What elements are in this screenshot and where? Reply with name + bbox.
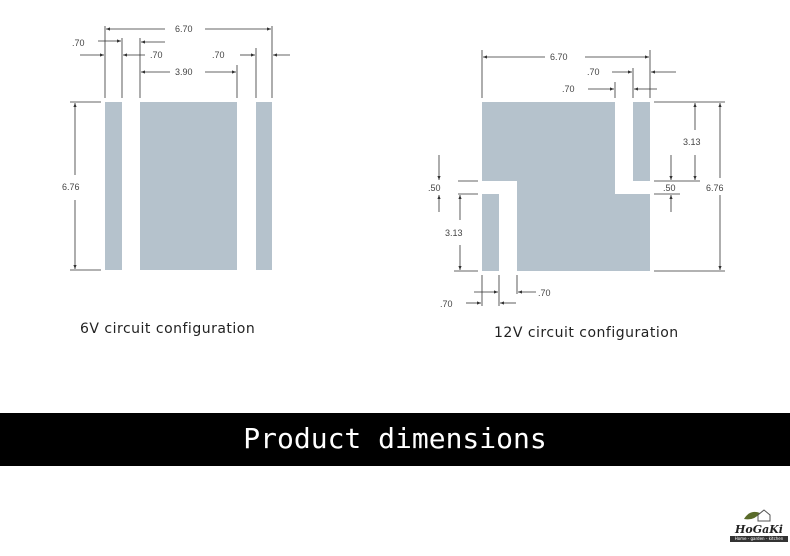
dim-top-gap: .70 [562, 84, 575, 94]
title-banner: Product dimensions [0, 413, 790, 466]
dim-right-gap: .50 [663, 183, 676, 193]
6v-drawing [70, 26, 290, 271]
pad-center [140, 102, 237, 270]
logo-tagline: Home - garden - kitchen [730, 536, 788, 542]
dim-total-width-12v: 6.70 [550, 52, 568, 62]
dimension-drawings: 6.70 .70 .70 3.90 .70 6.76 6.70 .70 .70 … [62, 24, 725, 309]
12v-drawing [437, 50, 725, 306]
dim-left-gap: .50 [428, 183, 441, 193]
pad-left [105, 102, 122, 270]
dim-top-pad-width: .70 [587, 67, 600, 77]
leaf-house-icon [744, 509, 771, 522]
dim-bottom-gap: .70 [538, 288, 551, 298]
dim-height: 6.76 [62, 182, 80, 192]
dim-left-pad-height: 3.13 [445, 228, 463, 238]
logo: HoGaKi Home - garden - kitchen [730, 505, 788, 551]
caption-12v: 12V circuit configuration [494, 325, 679, 341]
pad-right [256, 102, 272, 270]
dim-right-pad-height: 3.13 [683, 137, 701, 147]
caption-6v: 6V circuit configuration [80, 321, 256, 337]
logo-name: HoGaKi [735, 523, 783, 536]
pad-bottom-left [482, 194, 499, 271]
banner-title: Product dimensions [243, 422, 547, 455]
pad-top-right [633, 102, 650, 181]
dim-pad1-width: .70 [72, 38, 85, 48]
dim-height-12v: 6.76 [706, 183, 724, 193]
dim-pad3-width: .70 [212, 50, 225, 60]
dim-total-width: 6.70 [175, 24, 193, 34]
dim-center-width: 3.90 [175, 67, 193, 77]
dim-gap1: .70 [150, 50, 163, 60]
dim-bottom-pad-width: .70 [440, 299, 453, 309]
pad-main [482, 102, 650, 271]
